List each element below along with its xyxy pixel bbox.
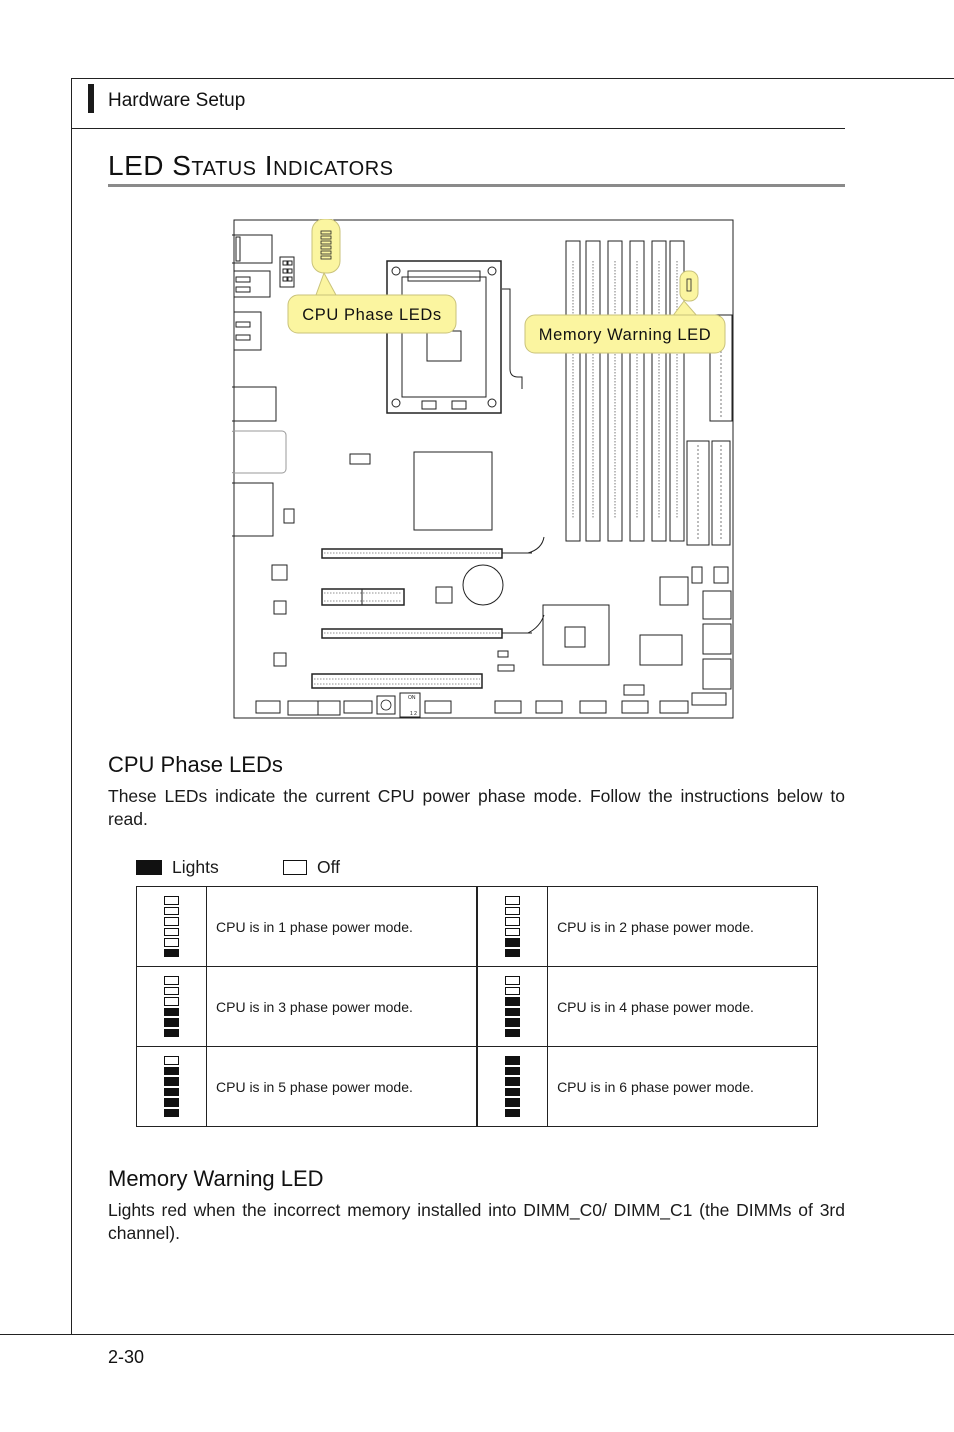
led-segment	[164, 1066, 179, 1075]
led-indicator-cell	[136, 966, 207, 1047]
led-segment	[164, 1007, 179, 1016]
callout-mem-bubble	[524, 314, 726, 354]
top-rule	[71, 78, 954, 79]
led-segment	[505, 1028, 521, 1037]
led-segment	[164, 927, 179, 936]
led-indicator-cell	[136, 1046, 207, 1127]
led-segment	[505, 948, 521, 957]
phase-description: CPU is in 6 phase power mode.	[547, 1046, 818, 1127]
legend-off-label: Off	[317, 856, 341, 877]
table-row: CPU is in 1 phase power mode. CPU is in 2…	[136, 886, 818, 967]
phase-description: CPU is in 1 phase power mode.	[206, 886, 478, 967]
led-segment	[505, 906, 521, 915]
phase-description: CPU is in 3 phase power mode.	[206, 966, 478, 1047]
margin-rule	[71, 78, 72, 1335]
title-underline	[108, 184, 845, 187]
led-segment	[505, 917, 521, 926]
header-rule	[71, 128, 845, 129]
led-segment	[505, 938, 521, 947]
legend-lights: Lights	[136, 856, 219, 878]
header-marker	[88, 84, 94, 113]
led-segment	[164, 1098, 179, 1107]
led-indicator-cell	[476, 966, 549, 1047]
led-stack-icon	[164, 896, 179, 957]
running-header: Hardware Setup	[108, 90, 246, 111]
cpu-phase-description: These LEDs indicate the current CPU powe…	[108, 786, 845, 829]
led-stack-icon	[164, 976, 179, 1037]
phase-description: CPU is in 2 phase power mode.	[547, 886, 818, 967]
led-segment	[164, 938, 179, 947]
led-stack-icon	[164, 1056, 179, 1117]
phase-description: CPU is in 4 phase power mode.	[547, 966, 818, 1047]
led-segment	[164, 997, 179, 1006]
callout-cpu-label: CPU Phase LEDs	[302, 306, 442, 324]
page-number: 2-30	[108, 1347, 145, 1367]
callout-mem-label: Memory Warning LED	[539, 326, 711, 344]
power-icon	[380, 699, 392, 711]
led-segment	[505, 1056, 521, 1065]
led-segment	[505, 1066, 521, 1075]
led-segment	[505, 986, 521, 995]
led-segment	[505, 976, 521, 985]
led-indicator-cell	[136, 886, 207, 967]
led-segment	[164, 1056, 179, 1065]
memory-warning-description: Lights red when the incorrect memory ins…	[108, 1200, 845, 1243]
legend-lights-label: Lights	[172, 856, 219, 877]
board-outline	[233, 219, 734, 719]
cpu-phase-table: CPU is in 1 phase power mode. CPU is in 2…	[136, 886, 818, 1127]
switch-num-label: 1 2	[410, 711, 417, 717]
led-segment	[164, 976, 179, 985]
led-segment	[164, 1087, 179, 1096]
led-stack-icon	[505, 976, 521, 1037]
led-segment	[164, 986, 179, 995]
led-segment	[505, 1077, 521, 1086]
led-stack-icon	[505, 896, 521, 957]
table-row: CPU is in 3 phase power mode. CPU is in 4…	[136, 966, 818, 1047]
led-segment	[505, 1108, 521, 1117]
led-segment	[505, 1087, 521, 1096]
led-stack-icon	[505, 1056, 521, 1117]
led-off-swatch	[283, 859, 307, 875]
switch-on-label: ON	[408, 695, 416, 701]
callout-cpu-bubble	[287, 294, 457, 334]
table-row: CPU is in 5 phase power mode. CPU is in 6…	[136, 1046, 818, 1127]
led-segment	[164, 1018, 179, 1027]
led-segment	[164, 1108, 179, 1117]
led-on-swatch	[136, 859, 162, 875]
led-indicator-cell	[476, 886, 549, 967]
page-title: LED Status Indicators	[108, 150, 394, 181]
led-segment	[505, 1018, 521, 1027]
motherboard-diagram: CPU Phase LEDs Memory Warning LED ON 1 2	[232, 219, 734, 719]
footer-rule	[0, 1334, 954, 1335]
led-segment	[505, 927, 521, 936]
led-segment	[505, 896, 521, 905]
led-segment	[164, 1028, 179, 1037]
led-segment	[164, 896, 179, 905]
led-segment	[505, 1098, 521, 1107]
cpu-phase-heading: CPU Phase LEDs	[108, 752, 283, 777]
led-segment	[164, 948, 179, 957]
led-segment	[505, 1007, 521, 1016]
led-segment	[164, 1077, 179, 1086]
led-indicator-cell	[476, 1046, 549, 1127]
led-segment	[505, 997, 521, 1006]
phase-description: CPU is in 5 phase power mode.	[206, 1046, 478, 1127]
led-segment	[164, 906, 179, 915]
led-segment	[164, 917, 179, 926]
memory-warning-heading: Memory Warning LED	[108, 1166, 324, 1191]
legend-off: Off	[283, 856, 340, 878]
